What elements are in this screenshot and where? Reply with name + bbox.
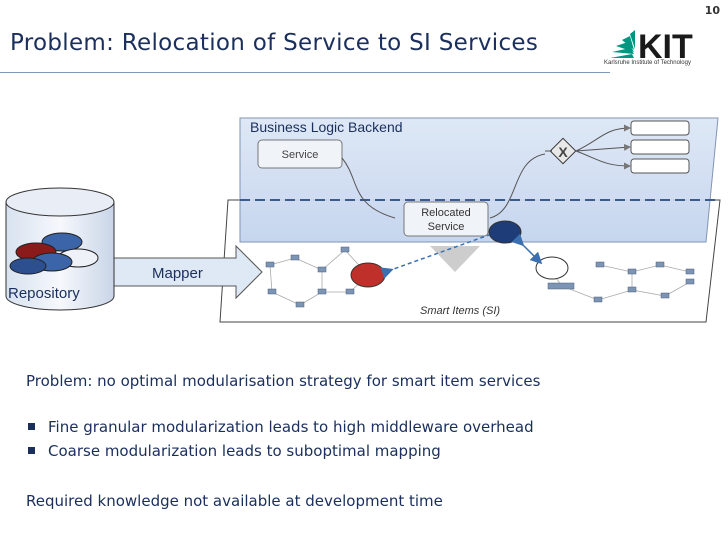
bullet-item: Coarse modularization leads to suboptima… — [26, 442, 534, 460]
slide-title: Problem: Relocation of Service to SI Ser… — [10, 30, 539, 56]
page-number: 10 — [704, 4, 720, 17]
relocated-label-line2: Service — [428, 221, 465, 233]
logo-wordmark: KIT — [638, 28, 693, 66]
repository-label: Repository — [8, 285, 80, 302]
logo-subtitle: Karlsruhe Institute of Technology — [604, 60, 691, 66]
relocated-label-line1: Relocated — [421, 207, 471, 219]
smart-items-label: Smart Items (SI) — [420, 305, 500, 317]
bullet-text: Fine granular modularization leads to hi… — [48, 418, 534, 436]
relocated-service-box — [403, 201, 489, 237]
si-node-red — [350, 262, 386, 288]
relocation-arrow — [430, 246, 480, 272]
repo-item-5 — [9, 257, 47, 275]
bullet-item: Fine granular modularization leads to hi… — [26, 418, 534, 436]
gateway-diamond — [549, 137, 577, 165]
conclusion: Required knowledge not available at deve… — [26, 492, 443, 510]
bullet-list: Fine granular modularization leads to hi… — [26, 418, 534, 466]
si-node-white — [535, 256, 569, 280]
si-node-blue — [488, 220, 522, 244]
bullet-square-icon — [28, 447, 35, 454]
problem-statement: Problem: no optimal modularisation strat… — [26, 372, 541, 390]
architecture-diagram: Business Logic Backend Service X Relocat… — [5, 117, 721, 323]
backend-label: Business Logic Backend — [250, 119, 403, 135]
task-box-1 — [630, 120, 690, 136]
mapper-arrow — [109, 244, 263, 300]
service-box — [257, 139, 343, 169]
bullet-text: Coarse modularization leads to suboptima… — [48, 442, 441, 460]
title-rule — [0, 72, 610, 73]
task-box-2 — [630, 139, 690, 155]
gateway-symbol: X — [558, 144, 568, 160]
service-label: Service — [282, 149, 319, 161]
bullet-square-icon — [28, 423, 35, 430]
task-box-3 — [630, 158, 690, 174]
kit-logo: KIT — [610, 28, 693, 66]
mapper-label: Mapper — [152, 265, 203, 282]
